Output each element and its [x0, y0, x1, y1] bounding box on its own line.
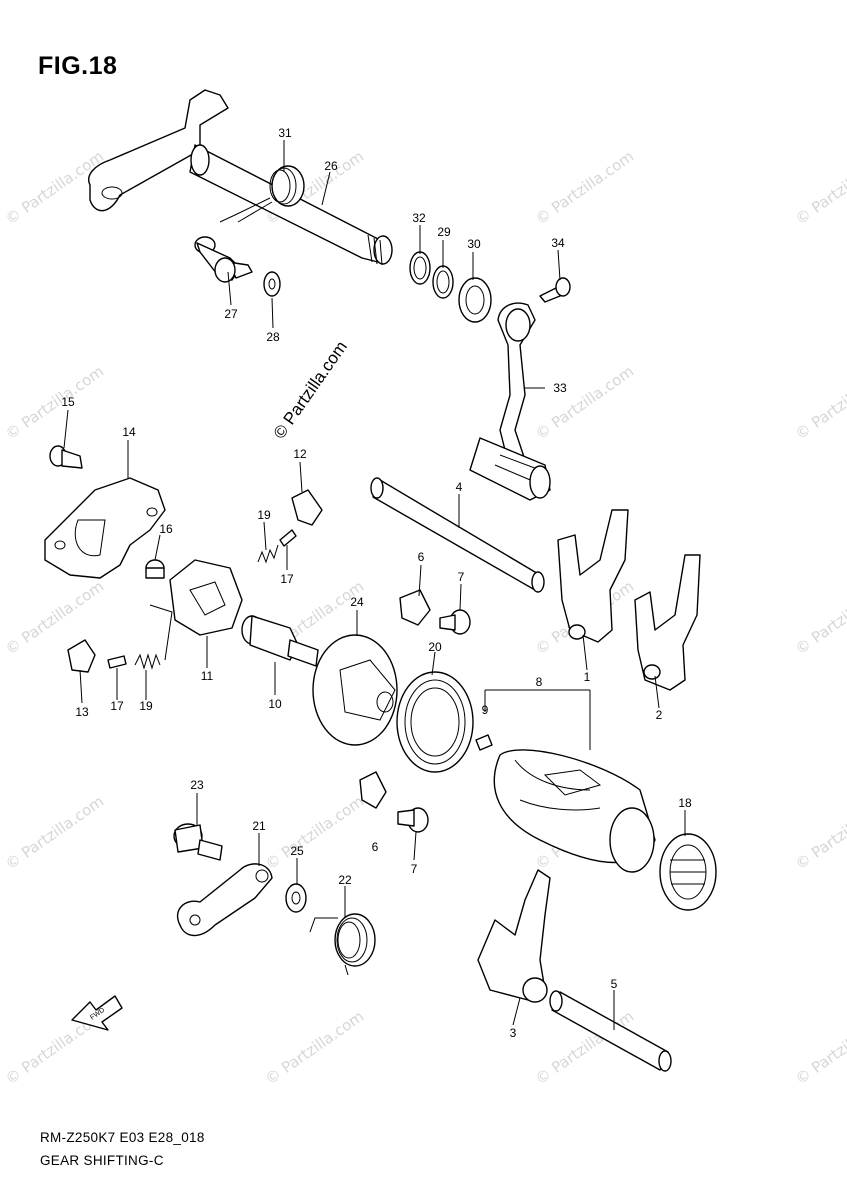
svg-text:© Partzilla.com: © Partzilla.com: [2, 362, 107, 443]
svg-text:© Partzilla.com: © Partzilla.com: [792, 147, 847, 228]
svg-text:© Partzilla.com: © Partzilla.com: [792, 362, 847, 443]
diagram-name: GEAR SHIFTING-C: [40, 1153, 164, 1168]
callout-8: 8: [536, 675, 543, 689]
callout-10: 10: [268, 697, 282, 711]
part-bolt-27: [194, 236, 253, 283]
diagram-code: RM-Z250K7 E03 E28_018: [40, 1130, 205, 1145]
part-bearing-18: [659, 833, 717, 911]
callout-17-upper: 17: [280, 572, 294, 586]
fwd-arrow-icon: FWD: [71, 995, 123, 1031]
part-plate-6b: [359, 771, 387, 809]
part-shift-lever-33: [469, 302, 551, 501]
part-shift-shaft: [88, 89, 393, 266]
callout-11: 11: [201, 669, 214, 683]
callout-labels: 31 26 32 29 30 34 27 28 33 15 14 12 4 16…: [61, 126, 692, 1040]
svg-text:© Partzilla.com: © Partzilla.com: [262, 792, 367, 873]
callout-5: 5: [611, 977, 618, 991]
callout-14: 14: [122, 425, 136, 439]
callout-19-lower: 19: [139, 699, 153, 713]
callout-22: 22: [338, 873, 352, 887]
part-cam-11: [149, 559, 243, 661]
part-snap-ring-32: [409, 251, 431, 285]
part-pin-9: [475, 734, 493, 751]
callout-34: 34: [551, 236, 565, 250]
part-washer-29: [432, 265, 454, 299]
callout-6-lower: 6: [372, 840, 379, 854]
part-shaft-10: [241, 615, 319, 667]
part-oil-seal-30: [458, 277, 492, 323]
part-stopper-13: [67, 639, 96, 673]
part-washer-25: [285, 883, 307, 913]
svg-text:© Partzilla.com: © Partzilla.com: [532, 362, 637, 443]
callout-2: 2: [656, 708, 663, 722]
part-bolt-34: [539, 277, 571, 303]
watermark-main: © Partzilla.com: [270, 338, 351, 443]
svg-text:© Partzilla.com: © Partzilla.com: [2, 577, 107, 658]
part-shift-fork-3: [477, 869, 551, 1003]
svg-text:© Partzilla.com: © Partzilla.com: [792, 1007, 847, 1088]
leader-lines: [63, 140, 686, 1030]
svg-text:© Partzilla.com: © Partzilla.com: [792, 792, 847, 873]
part-bolt-23: [173, 823, 223, 861]
callout-9: 9: [482, 703, 489, 717]
part-stopper-12: [291, 489, 323, 526]
part-spring-22: [309, 913, 376, 976]
callout-30: 30: [467, 237, 481, 251]
part-shift-arm-21: [176, 863, 273, 937]
part-plate-6a: [399, 589, 431, 626]
callout-4: 4: [456, 480, 463, 494]
part-bolt-15: [49, 445, 83, 469]
callout-25: 25: [290, 844, 304, 858]
callout-28: 28: [266, 330, 280, 344]
callout-15: 15: [61, 395, 75, 409]
callout-1: 1: [584, 670, 591, 684]
part-fork-shaft-5: [549, 990, 672, 1072]
callout-6-upper: 6: [418, 550, 425, 564]
callout-32: 32: [412, 211, 426, 225]
part-shift-fork-2: [634, 554, 701, 691]
part-pin-17a: [279, 529, 297, 547]
callout-13: 13: [75, 705, 89, 719]
part-washer-28: [263, 271, 281, 297]
callout-23: 23: [190, 778, 204, 792]
callout-24: 24: [350, 595, 364, 609]
svg-text:© Partzilla.com: © Partzilla.com: [2, 792, 107, 873]
part-bearing-20: [396, 671, 474, 773]
callout-3: 3: [510, 1026, 517, 1040]
part-pin-17b: [107, 655, 127, 669]
part-spring-19a: [257, 544, 279, 564]
figure-title: FIG.18: [38, 52, 118, 80]
callout-17-lower: 17: [110, 699, 124, 713]
part-cam-24: [312, 634, 398, 746]
callout-20: 20: [428, 640, 442, 654]
part-screw-7b: [397, 807, 429, 833]
part-shift-fork-1: [557, 509, 629, 643]
callout-21: 21: [252, 819, 266, 833]
callout-18: 18: [678, 796, 692, 810]
callout-12: 12: [293, 447, 307, 461]
callout-26: 26: [324, 159, 338, 173]
svg-text:© Partzilla.com: © Partzilla.com: [792, 577, 847, 658]
callout-7-lower: 7: [411, 862, 418, 876]
part-bolt-16: [145, 559, 165, 579]
callout-19-upper: 19: [257, 508, 271, 522]
callout-16: 16: [159, 522, 173, 536]
callout-31: 31: [278, 126, 292, 140]
callout-29: 29: [437, 225, 451, 239]
part-spring-19b: [134, 653, 161, 670]
part-fork-shaft-4: [370, 477, 545, 593]
part-plate-14: [44, 477, 166, 579]
callout-7-upper: 7: [458, 570, 465, 584]
part-shift-drum-8: [493, 749, 656, 873]
svg-text:© Partzilla.com: © Partzilla.com: [532, 147, 637, 228]
callout-33: 33: [553, 381, 567, 395]
svg-text:© Partzilla.com: © Partzilla.com: [262, 1007, 367, 1088]
part-screw-7a: [439, 609, 471, 635]
callout-27: 27: [224, 307, 238, 321]
